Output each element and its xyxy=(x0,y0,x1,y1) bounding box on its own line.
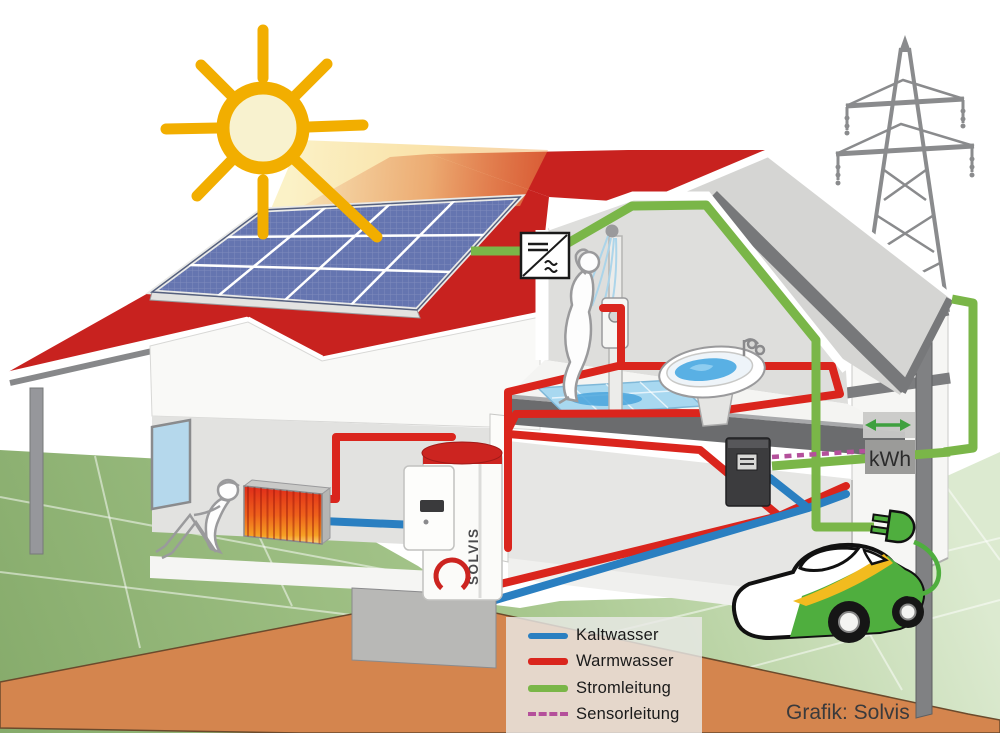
cold-water-line-swatch xyxy=(528,632,568,639)
power-line-grid xyxy=(943,294,978,457)
electric-car xyxy=(731,542,925,643)
faucet-icon xyxy=(742,338,766,356)
sitting-person xyxy=(155,478,240,560)
power-plug-icon xyxy=(870,509,916,544)
inverter-icon xyxy=(519,231,571,280)
heater-unit: SOLVIS xyxy=(351,441,503,669)
cold-water-pipe xyxy=(766,474,812,512)
legend-item-sensor-line: Sensorleitung xyxy=(528,705,702,724)
power-lines xyxy=(471,200,951,532)
roofline-trim xyxy=(546,191,850,373)
bathtub-icon xyxy=(658,338,766,427)
power-line-roofline xyxy=(565,200,874,532)
kwh-meter: kWh xyxy=(863,412,915,474)
legend-label: Stromleitung xyxy=(576,678,672,697)
legend-label: Sensorleitung xyxy=(576,704,680,723)
charging-cable xyxy=(907,539,941,597)
showering-person xyxy=(558,248,601,405)
solvis-logo-arc xyxy=(433,557,471,595)
radiator-icon xyxy=(242,479,332,545)
legend: Kaltwasser Warmwasser Stromleitung Senso… xyxy=(506,617,702,733)
wall-unit-box xyxy=(725,437,771,507)
barge-board xyxy=(707,191,911,393)
kwh-label: kWh xyxy=(869,448,911,471)
sensor-line-swatch xyxy=(528,712,568,717)
sensor-line xyxy=(771,448,866,460)
legend-item-power-line: Stromleitung xyxy=(528,679,702,698)
power-line-meter xyxy=(771,447,951,471)
wall-base-left xyxy=(150,556,490,596)
heater-brand-label: SOLVIS xyxy=(466,527,481,585)
window-icon xyxy=(150,418,192,511)
power-line-swatch xyxy=(528,684,568,692)
hot-water-pipe xyxy=(504,362,844,444)
legend-label: Warmwasser xyxy=(576,652,674,671)
porch-post xyxy=(29,387,44,555)
sun-icon xyxy=(160,24,383,243)
legend-item-cold-water: Kaltwasser xyxy=(528,626,702,645)
hot-water-line-swatch xyxy=(528,658,568,666)
legend-label: Kaltwasser xyxy=(576,626,659,645)
hot-water-pipe xyxy=(599,304,625,370)
energy-arrow-icon xyxy=(865,419,911,431)
credit-text: Grafik: Solvis xyxy=(786,701,910,724)
legend-item-hot-water: Warmwasser xyxy=(528,652,702,671)
solar-panel-array xyxy=(145,194,526,319)
